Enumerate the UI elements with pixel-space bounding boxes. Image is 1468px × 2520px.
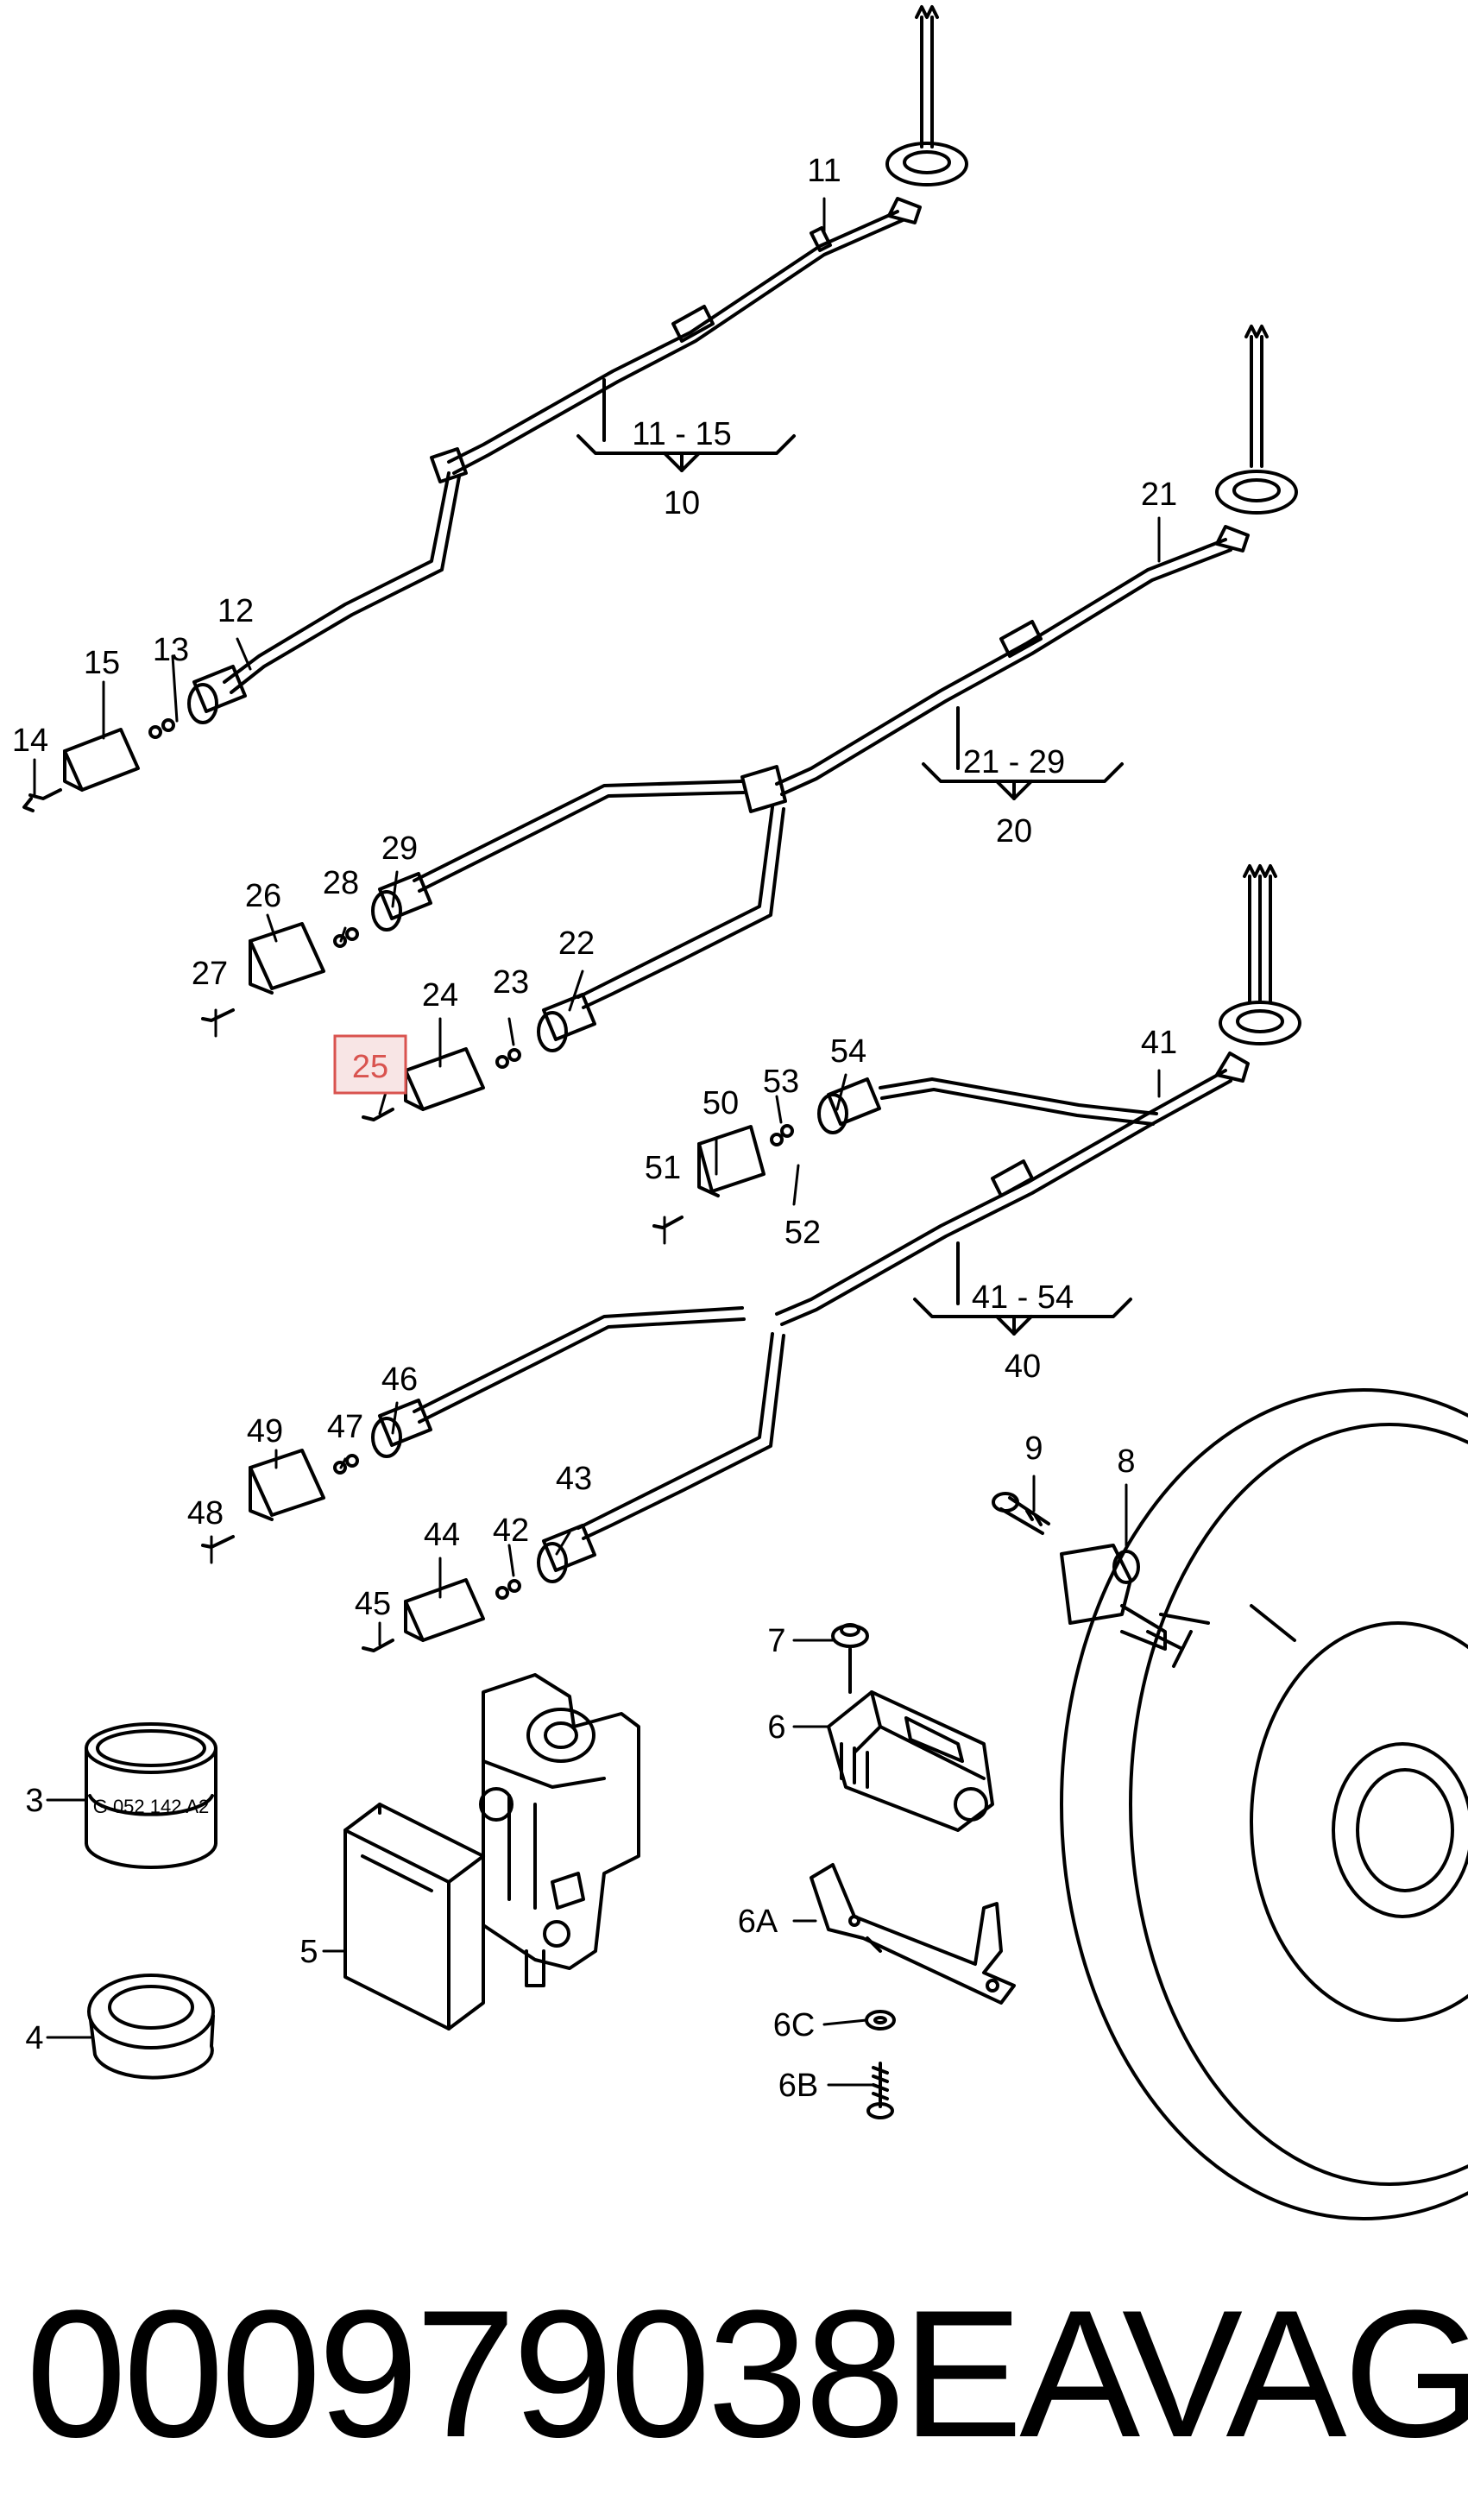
callout-47: 47 [327, 1409, 363, 1445]
callout-48: 48 [187, 1495, 224, 1532]
callout-11: 11 [807, 153, 841, 189]
callout-41: 41 [1141, 1025, 1177, 1061]
group-range-20: 21 - 29 [963, 744, 1065, 780]
callout-53: 53 [763, 1064, 799, 1100]
group-label-10: 10 [664, 485, 700, 521]
sleeve-part-3 [85, 1722, 217, 1869]
sensor-part-6 [827, 1690, 994, 1832]
callout-6C: 6C [773, 2007, 816, 2043]
callout-12: 12 [217, 593, 254, 629]
clip-11 [810, 226, 832, 252]
callout-51: 51 [645, 1150, 681, 1186]
callout-29: 29 [381, 831, 418, 867]
speed-sensor-part-8 [1060, 1544, 1193, 1668]
callout-25-highlight [333, 1034, 407, 1095]
screw-part-6B [866, 2062, 894, 2119]
callout-49: 49 [247, 1413, 283, 1449]
callout-24: 24 [422, 977, 458, 1014]
callout-27: 27 [192, 956, 228, 992]
callout-43: 43 [556, 1461, 592, 1497]
callout-21: 21 [1141, 477, 1177, 513]
callout-26: 26 [245, 878, 281, 914]
callout-14: 14 [12, 723, 48, 759]
nut-part-7 [831, 1623, 869, 1694]
callout-8: 8 [1117, 1443, 1135, 1480]
grommet-part-4 [87, 1974, 215, 2080]
harness-10 [22, 5, 968, 812]
callout-5: 5 [299, 1934, 318, 1970]
group-label-20: 20 [996, 813, 1032, 849]
callout-7: 7 [767, 1623, 785, 1659]
callout-9: 9 [1024, 1431, 1043, 1467]
callout-15: 15 [84, 645, 120, 681]
exploded-parts-diagram: 11 - 15 10 21 - 29 20 41 - 54 40 11 12 1… [12, 5, 1468, 2220]
callout-labels: 11 12 13 14 15 21 22 23 24 25 26 27 28 2… [12, 153, 1177, 2104]
part-number: 000979038EA [26, 2272, 1140, 2475]
bracket-part-6A [810, 1863, 1016, 2005]
abs-pump-unit [479, 1673, 640, 1987]
sleeve-stamp: G 052 142 A2 [93, 1796, 210, 1817]
callout-23: 23 [493, 964, 529, 1001]
callout-50: 50 [702, 1085, 739, 1121]
callout-44: 44 [424, 1517, 460, 1553]
callout-28: 28 [323, 865, 359, 901]
callout-6: 6 [767, 1709, 785, 1746]
callout-42: 42 [493, 1513, 529, 1549]
group-label-40: 40 [1005, 1348, 1041, 1385]
brake-disc [1060, 1388, 1468, 2220]
leader-lines [33, 197, 1161, 2087]
callout-52: 52 [784, 1215, 821, 1251]
callout-25: 25 [352, 1049, 388, 1085]
callout-3: 3 [25, 1783, 43, 1819]
callout-22: 22 [558, 925, 595, 962]
callout-4: 4 [25, 2020, 43, 2056]
brand-name: VAG [1122, 2272, 1468, 2475]
harness-40 [201, 864, 1301, 1652]
washer-part-6C [865, 2010, 896, 2031]
callout-45: 45 [355, 1586, 391, 1622]
control-module-part-5 [343, 1803, 485, 2031]
callout-13: 13 [153, 632, 189, 668]
callout-46: 46 [381, 1361, 418, 1398]
group-range-10: 11 - 15 [632, 416, 731, 452]
callout-54: 54 [830, 1033, 866, 1070]
group-range-40: 41 - 54 [972, 1279, 1074, 1316]
callout-6B: 6B [778, 2068, 818, 2104]
harness-20 [201, 325, 1298, 1121]
callout-6A: 6A [738, 1904, 778, 1940]
bolt-part-9 [992, 1492, 1050, 1535]
